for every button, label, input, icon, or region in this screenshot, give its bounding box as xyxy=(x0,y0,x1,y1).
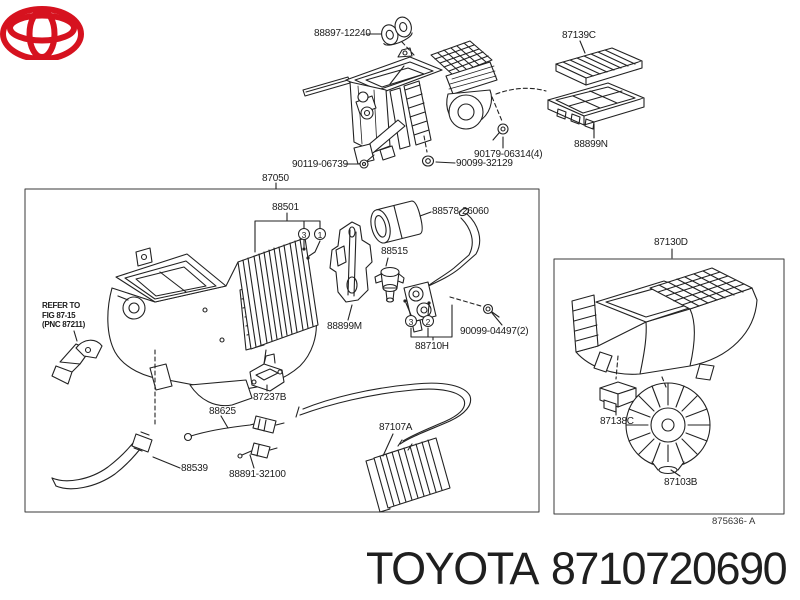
thermistor-drawing xyxy=(237,442,278,459)
label-liquid-tube: 88710H xyxy=(415,341,449,352)
label-bracket-plate: 88899M xyxy=(327,321,362,332)
wire-drawing xyxy=(183,415,285,442)
heater-unit-box-frame xyxy=(24,188,540,513)
nut-90099-32129-drawing xyxy=(421,155,435,167)
label-blower-motor: 87103B xyxy=(664,477,698,488)
blower-resistor-drawing xyxy=(599,381,637,413)
reference-note-line2: FIG 87-15 xyxy=(42,310,76,320)
packing-pipe-drawing xyxy=(370,200,423,244)
label-tube-screw: 90099-04497(2) xyxy=(460,326,529,337)
footer-part-number: 8710720690 xyxy=(550,543,788,594)
label-heater-unit-box: 87050 xyxy=(262,173,289,184)
clean-air-filter-drawing xyxy=(555,47,643,86)
toyota-logo-horizontal-oval xyxy=(7,12,77,44)
label-blower-unit-box: 87130D xyxy=(654,237,688,248)
servo-drawing xyxy=(249,349,285,392)
reference-note-line1: REFER TO xyxy=(42,301,80,310)
label-thermistor: 88891-32100 xyxy=(229,469,286,480)
label-grommet-retainer: 88897-12240 xyxy=(314,28,371,39)
heater-assembly-drawing xyxy=(302,40,498,165)
assembly-dashed-lines xyxy=(154,41,667,425)
label-evaporator: 88501 xyxy=(272,202,299,213)
hose-drawing xyxy=(51,431,153,490)
blower-assembly-drawing xyxy=(571,267,758,381)
grommet-drawing xyxy=(381,16,413,46)
label-hose: 88539 xyxy=(181,463,208,474)
label-nut: 90099-32129 xyxy=(456,158,513,169)
label-screw-front: 90119-06739 xyxy=(292,159,349,170)
label-packing-pipe: 88578-26060 xyxy=(432,206,489,217)
fitting-drawing xyxy=(374,266,405,303)
callout-1-evaporator: 1 xyxy=(314,228,326,240)
reference-note: REFER TO FIG 87-15 (PNC 87211) xyxy=(42,301,85,330)
label-fitting: 88515 xyxy=(381,246,408,257)
blower-unit-box-frame xyxy=(553,258,785,515)
label-servo: 87237B xyxy=(253,392,287,403)
blower-motor-drawing xyxy=(625,382,711,475)
bolt-90099-04497-drawing xyxy=(482,303,500,318)
clip-drawing xyxy=(51,339,103,385)
callout-2-tube: 2 xyxy=(422,315,434,327)
filter-case-drawing xyxy=(547,82,645,130)
leader-lines xyxy=(73,33,681,477)
label-clean-air-filter: 87139C xyxy=(562,30,596,41)
callout-3-tube: 3 xyxy=(405,315,417,327)
brand-name: TOYOTA xyxy=(366,543,539,594)
label-blower-resistor: 87138C xyxy=(600,416,634,427)
label-filter-case: 88899N xyxy=(574,139,608,150)
bracket-plate-drawing xyxy=(329,221,373,303)
callout-3-evaporator: 3 xyxy=(298,228,310,240)
evaporator-drawing xyxy=(237,237,319,350)
label-heater-radiator: 87107A xyxy=(379,422,413,433)
label-screw-set: 90179-06314(4) xyxy=(474,149,543,160)
reference-note-line3: (PNC 87211) xyxy=(42,320,85,329)
sheet-code: 875636- A xyxy=(712,516,756,527)
heater-core-drawing xyxy=(295,382,472,513)
toyota-logo xyxy=(0,6,84,60)
label-wire: 88625 xyxy=(209,406,236,417)
toyota-logo-vertical-oval xyxy=(26,8,58,60)
bolt-90179-drawing xyxy=(492,123,509,141)
